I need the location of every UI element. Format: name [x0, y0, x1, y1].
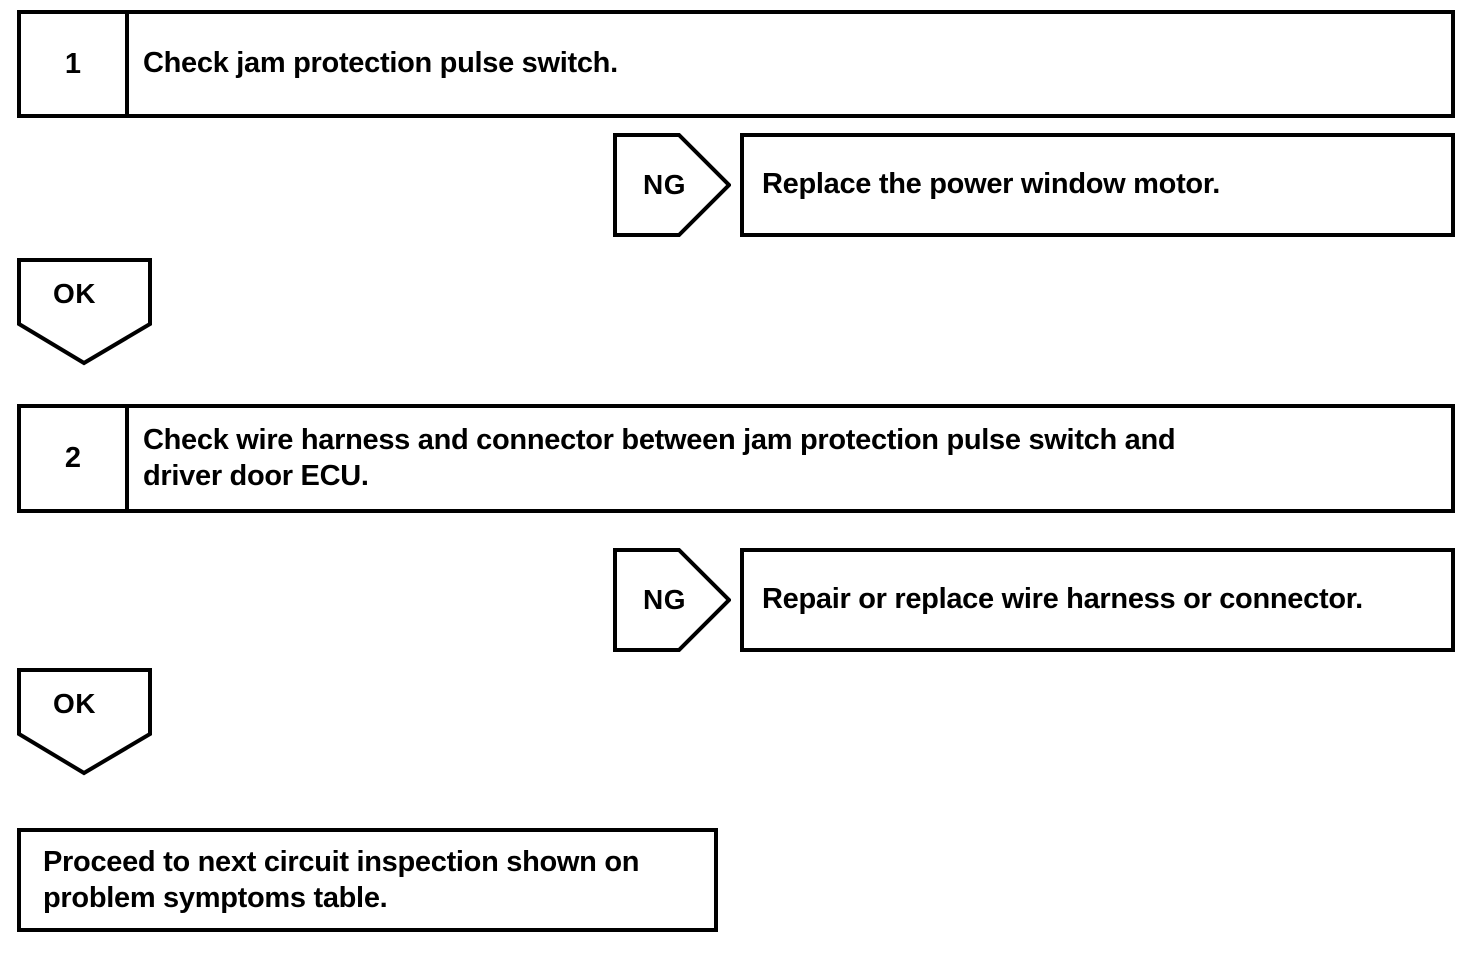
ng-label-2: NG [643, 584, 686, 615]
step-number-2: 2 [21, 408, 129, 509]
ok-label-1: OK [53, 278, 96, 309]
step-text-2: Check wire harness and connector between… [143, 424, 1176, 492]
step-number-1: 1 [21, 14, 129, 114]
ng-arrow-2: NG [613, 548, 731, 652]
ok-label-2: OK [53, 688, 96, 719]
step-box-2: 2 Check wire harness and connector betwe… [17, 404, 1455, 513]
terminal-box: Proceed to next circuit inspection shown… [17, 828, 718, 932]
ng-label-1: NG [643, 169, 686, 200]
ng-pentagon-shape-icon [613, 133, 731, 237]
ng-action-box-1: Replace the power window motor. [740, 133, 1455, 237]
ng-pentagon-shape-icon [613, 548, 731, 652]
ok-arrow-2: OK [17, 668, 152, 776]
ng-arrow-1: NG [613, 133, 731, 237]
step-box-1: 1 Check jam protection pulse switch. [17, 10, 1455, 118]
ok-pentagon-shape-icon [17, 258, 152, 366]
ok-pentagon-shape-icon [17, 668, 152, 776]
step-text-1: Check jam protection pulse switch. [143, 47, 618, 80]
ng-action-box-2: Repair or replace wire harness or connec… [740, 548, 1455, 652]
ok-arrow-1: OK [17, 258, 152, 366]
